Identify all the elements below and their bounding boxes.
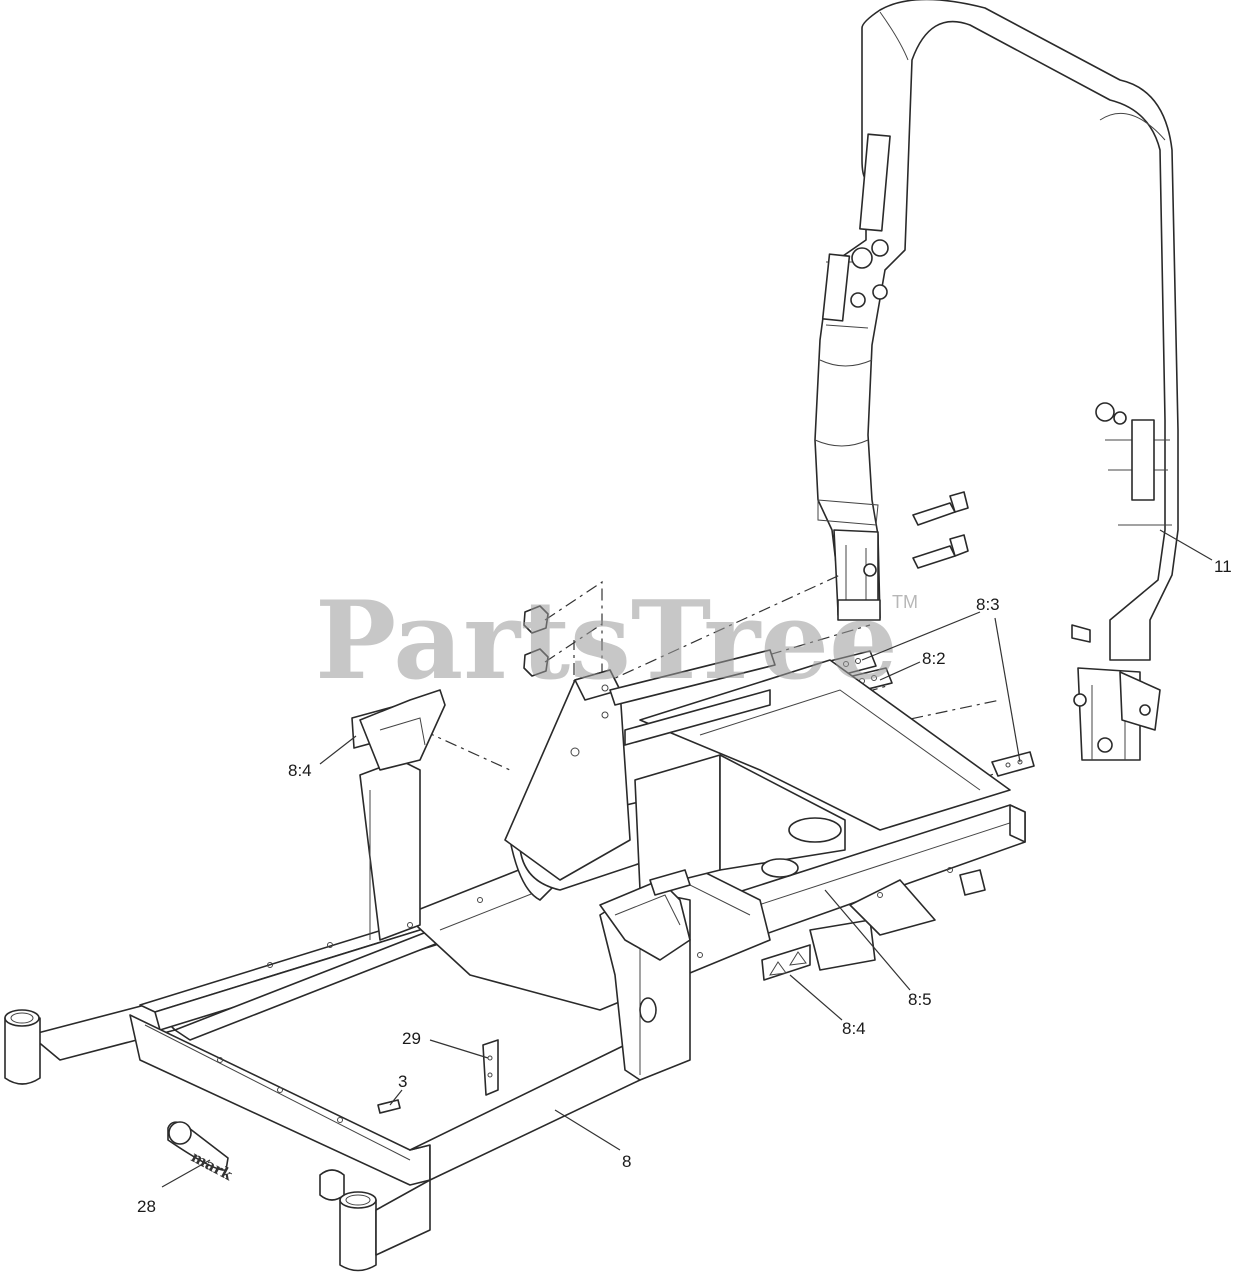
bracket-8-3-right[interactable]	[991, 751, 1035, 777]
roll-bar[interactable]	[814, 0, 1179, 761]
watermark-text: PartsTree	[315, 578, 898, 704]
callout-3: 3	[398, 1072, 407, 1091]
rail-holes	[217, 867, 953, 1123]
callout-labels: 11 8:3 8:2 8:4 8:5 8:4 29 3 8 28	[137, 557, 1232, 1216]
callout-8-4-left: 8:4	[288, 761, 312, 780]
watermark: PartsTree TM	[315, 578, 918, 704]
caster-left	[4, 1009, 41, 1085]
bracket-29[interactable]	[482, 1039, 499, 1096]
fastener-3[interactable]	[377, 1099, 401, 1114]
callout-8-3: 8:3	[976, 595, 1000, 614]
brand-decal-28[interactable]: mark	[167, 1121, 236, 1184]
callout-11: 11	[1214, 557, 1232, 576]
callout-28: 28	[137, 1197, 156, 1216]
roll-bar-bolts	[912, 491, 969, 569]
callout-8-4-right: 8:4	[842, 1019, 866, 1038]
callout-8-5: 8:5	[908, 990, 932, 1009]
callout-8-2: 8:2	[922, 649, 946, 668]
nuts	[523, 605, 549, 677]
main-frame[interactable]	[4, 649, 1026, 1272]
caster-right	[339, 1179, 431, 1272]
callout-8: 8	[622, 1152, 631, 1171]
watermark-trademark: TM	[892, 592, 918, 612]
callout-29: 29	[402, 1029, 421, 1048]
leader-lines	[161, 529, 1213, 1188]
